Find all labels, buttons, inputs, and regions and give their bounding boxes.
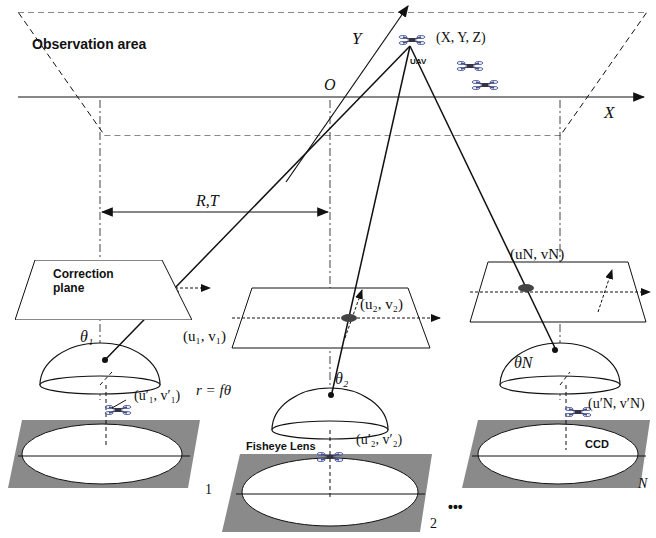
lens-label: Fisheye Lens <box>246 440 316 452</box>
coordinate-label: (X, Y, Z) <box>436 30 486 45</box>
ellipsis: ••• <box>448 500 463 515</box>
uav-label: UAV <box>410 58 426 67</box>
formula-label: r = fθ <box>196 382 231 399</box>
camera-number: N <box>638 476 647 491</box>
camera-number: 2 <box>430 516 437 531</box>
area-label: Correction plane <box>53 268 143 296</box>
transform-label: R,T <box>196 192 219 210</box>
coordinate-label: (uN, vN) <box>510 246 564 263</box>
camera-number: 1 <box>205 482 212 497</box>
correction-plane: Correction plane <box>15 260 192 320</box>
coordinate-label: (u′N, v′N) <box>588 396 645 411</box>
axis-label: Y <box>352 30 361 49</box>
observation-area: Observation area <box>18 12 647 136</box>
axis-label: X <box>604 104 614 123</box>
coordinate-label: (u′₁, v′₁) <box>134 388 180 403</box>
origin-label: O <box>324 76 336 94</box>
coordinate-label: (u₁, v₁) <box>183 328 226 345</box>
angle-label: θN <box>514 354 533 372</box>
area-label: Observation area <box>32 36 192 52</box>
angle-label: θ₂ <box>335 370 348 388</box>
coordinate-label: (u₂, v₂) <box>360 296 403 313</box>
trapezoid-outline <box>18 12 647 136</box>
sensor-label: CCD <box>585 438 609 450</box>
coordinate-label: (u′₂, v′₂) <box>356 432 402 447</box>
angle-label: θ₁ <box>80 328 93 346</box>
